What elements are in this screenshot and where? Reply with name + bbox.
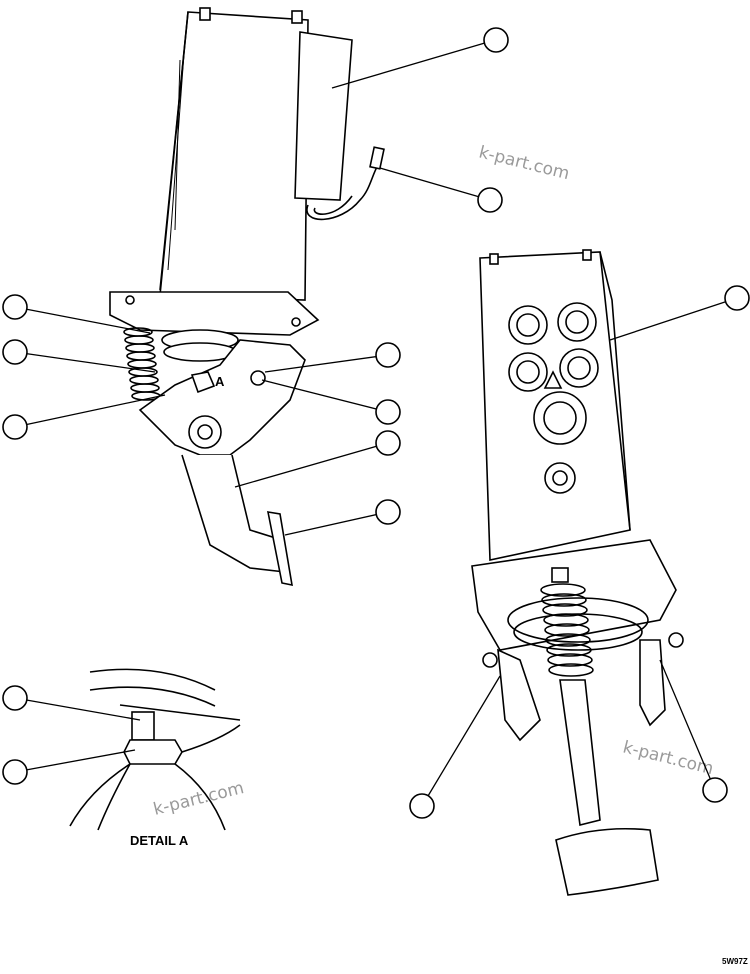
sensor-module (294, 31, 353, 201)
callout-5 (2, 414, 28, 440)
callout-8 (375, 430, 401, 456)
callout-6 (375, 342, 401, 368)
detail-hex-nut (123, 739, 183, 765)
detail-a-nut (190, 371, 216, 394)
return-spring (123, 327, 161, 401)
front-return-spring (540, 583, 594, 677)
sensor-cable (306, 164, 379, 221)
detail-a-label: DETAIL A (130, 833, 189, 848)
pedal-valve-assembly-front-view (471, 249, 684, 896)
callout-10 (724, 285, 750, 311)
callout-12 (2, 759, 28, 785)
callout-4 (2, 339, 28, 365)
pivot-bracket (138, 339, 306, 456)
watermark-2: k-part.com (477, 142, 572, 184)
front-pedal-lever (559, 679, 601, 826)
detail-a-view: DETAIL A (69, 668, 241, 848)
callout-1 (483, 27, 509, 53)
detail-stud (131, 711, 155, 741)
callouts (2, 27, 750, 819)
detail-a-marker: A (215, 374, 225, 389)
pedal-valve-assembly-side-view: A (109, 7, 385, 587)
mounting-flange (109, 291, 320, 336)
callout-14 (702, 777, 728, 803)
left-hinge-bracket (497, 648, 541, 742)
top-fitting-right (291, 10, 303, 24)
callout-13 (409, 793, 435, 819)
callout-9 (375, 499, 401, 525)
cable-connector (369, 146, 385, 170)
pivot-pin-boss (188, 415, 222, 449)
callout-7 (375, 399, 401, 425)
right-hinge-bracket (639, 639, 666, 727)
top-fitting-left (199, 7, 211, 21)
top-nut (551, 567, 569, 583)
drawing-code: 5W97Z (722, 957, 748, 966)
valve-body (159, 11, 309, 301)
pedal-pad (266, 511, 293, 587)
bracket-bolt (250, 370, 266, 386)
callout-2 (477, 187, 503, 213)
front-pedal-pad (555, 828, 659, 896)
watermark-4: k-part.com (151, 778, 246, 820)
callout-11 (2, 685, 28, 711)
port-holes (508, 302, 599, 494)
callout-3 (2, 294, 28, 320)
